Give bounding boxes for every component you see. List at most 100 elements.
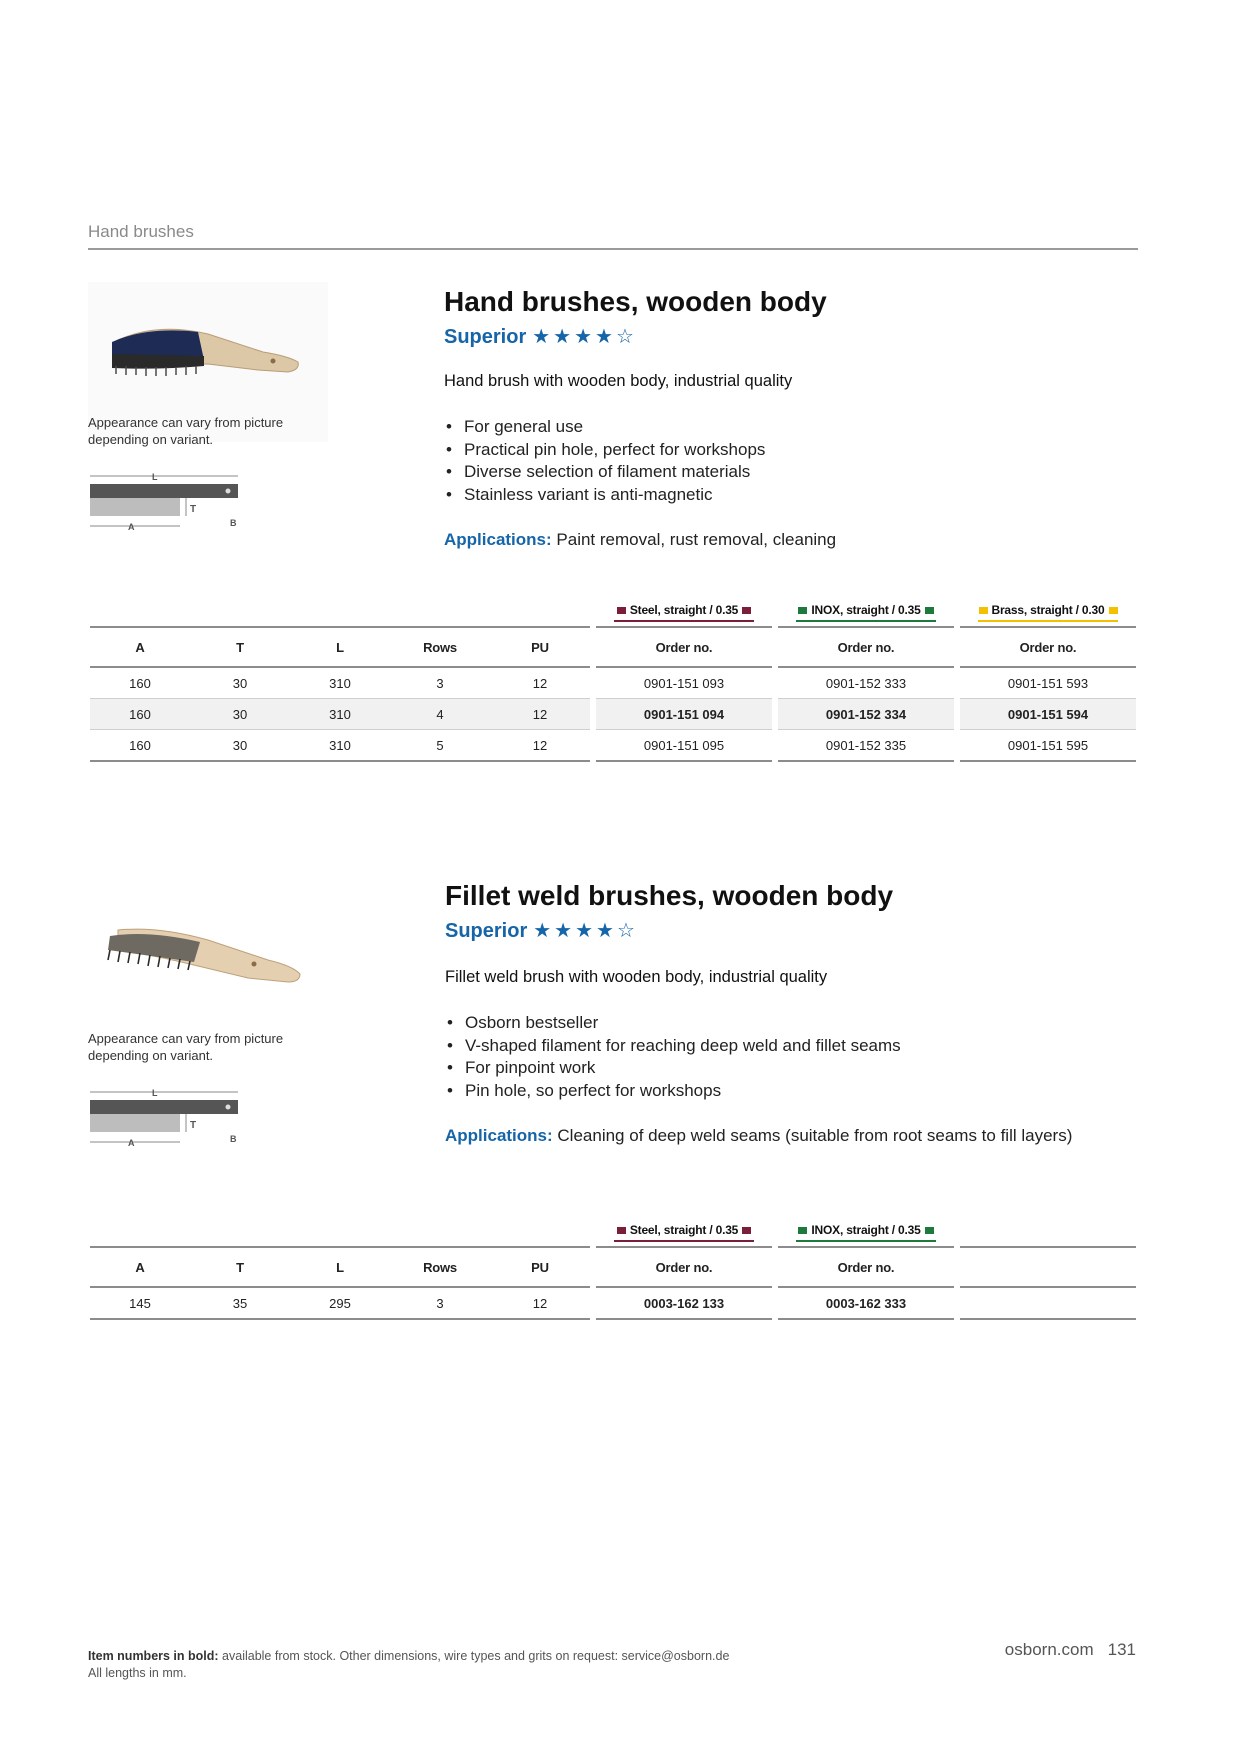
column-gap [954, 698, 960, 730]
variant-header: Steel, straight / 0.35 [596, 598, 772, 622]
order-number: 0901-151 095 [596, 729, 772, 762]
svg-text:A: A [128, 1138, 135, 1148]
footer-note-line2: All lengths in mm. [88, 1666, 187, 1680]
svg-text:L: L [152, 1088, 158, 1098]
cell-rows: 4 [390, 698, 490, 730]
footer-note-text: available from stock. Other dimensions, … [218, 1649, 730, 1663]
order-column-header [960, 1246, 1136, 1288]
variant-label: Steel, straight / 0.35 [629, 1223, 739, 1237]
photo-caption: Appearance can vary from picture dependi… [88, 1031, 284, 1063]
section-label: Hand brushes [88, 222, 194, 241]
svg-text:B: B [230, 1134, 237, 1144]
cell-t: 30 [190, 729, 290, 762]
cell-t: 35 [190, 1287, 290, 1320]
feature-list: Osborn bestsellerV-shaped filament for r… [445, 1012, 901, 1102]
cell-a: 145 [90, 1287, 190, 1320]
product-subtitle: Hand brush with wooden body, industrial … [444, 372, 793, 390]
cell-l: 310 [290, 667, 390, 699]
footer-note: Item numbers in bold: available from sto… [88, 1648, 729, 1682]
column-gap [590, 729, 596, 761]
product-title: Fillet weld brushes, wooden body [445, 880, 894, 911]
footer-site: osborn.com [1004, 1640, 1094, 1659]
star-rating-icon: ★★★★☆ [532, 326, 637, 348]
order-column-header: Order no. [596, 1246, 772, 1288]
dimension-drawing: L T B A [90, 472, 238, 532]
cell-l: 310 [290, 698, 390, 730]
column-header: PU [490, 626, 590, 668]
applications-label: Applications: [445, 1126, 553, 1145]
color-swatch-icon [742, 1226, 752, 1234]
order-number: 0901-151 094 [596, 698, 772, 730]
svg-text:T: T [190, 1120, 196, 1131]
column-header: L [290, 626, 390, 668]
column-gap [590, 1287, 596, 1319]
order-number: 0901-152 335 [778, 729, 954, 762]
order-number: 0003-162 333 [778, 1287, 954, 1320]
column-header: Rows [390, 1246, 490, 1288]
column-gap [772, 667, 778, 699]
rating-label: Superior [445, 920, 528, 942]
cell-rows: 3 [390, 1287, 490, 1320]
applications-text: Paint removal, rust removal, cleaning [556, 530, 837, 549]
cell-l: 295 [290, 1287, 390, 1320]
variant-underline [796, 620, 936, 622]
variant-header: Steel, straight / 0.35 [596, 1218, 772, 1242]
color-swatch-icon [616, 1226, 626, 1234]
column-gap [590, 627, 596, 667]
cell-l: 310 [290, 729, 390, 762]
order-number: 0901-151 093 [596, 667, 772, 699]
color-swatch-icon [978, 606, 988, 614]
variant-label: INOX, straight / 0.35 [811, 1223, 921, 1237]
color-swatch-icon [798, 1226, 808, 1234]
column-header: T [190, 626, 290, 668]
order-column-header: Order no. [778, 626, 954, 668]
feature-item: V-shaped filament for reaching deep weld… [445, 1035, 901, 1058]
column-gap [590, 667, 596, 699]
column-gap [954, 627, 960, 667]
applications: Applications: Paint removal, rust remova… [444, 530, 836, 550]
column-gap [954, 667, 960, 699]
order-number: 0901-151 594 [960, 698, 1136, 730]
column-header: L [290, 1246, 390, 1288]
cell-pu: 12 [490, 698, 590, 730]
variant-underline [978, 620, 1118, 622]
variant-label: INOX, straight / 0.35 [811, 603, 921, 617]
cell-rows: 5 [390, 729, 490, 762]
variant-label: Steel, straight / 0.35 [629, 603, 739, 617]
order-number: 0901-151 595 [960, 729, 1136, 762]
hand-brush-photo [88, 282, 328, 442]
variant-header: Brass, straight / 0.30 [960, 598, 1136, 622]
order-number: 0901-151 593 [960, 667, 1136, 699]
color-swatch-icon [924, 606, 934, 614]
feature-item: For pinpoint work [445, 1057, 901, 1080]
feature-item: Practical pin hole, perfect for workshop… [444, 439, 765, 462]
applications: Applications: Cleaning of deep weld seam… [445, 1126, 1072, 1146]
variant-underline [796, 1240, 936, 1242]
order-number: 0901-152 334 [778, 698, 954, 730]
column-header: T [190, 1246, 290, 1288]
rating-label: Superior [444, 326, 527, 348]
color-swatch-icon [798, 606, 808, 614]
feature-list: For general usePractical pin hole, perfe… [444, 416, 765, 506]
column-gap [772, 729, 778, 761]
applications-label: Applications: [444, 530, 552, 549]
column-header: A [90, 1246, 190, 1288]
order-column-header: Order no. [960, 626, 1136, 668]
order-number: 0003-162 133 [596, 1287, 772, 1320]
column-gap [954, 729, 960, 761]
order-number [960, 1287, 1136, 1320]
cell-a: 160 [90, 729, 190, 762]
cell-pu: 12 [490, 1287, 590, 1320]
color-swatch-icon [924, 1226, 934, 1234]
variant-underline [614, 620, 754, 622]
fillet-brush-photo [88, 900, 328, 1060]
star-rating-icon: ★★★★☆ [533, 920, 638, 942]
column-gap [772, 698, 778, 730]
column-gap [772, 1287, 778, 1319]
feature-item: Stainless variant is anti-magnetic [444, 484, 765, 507]
product-title: Hand brushes, wooden body [444, 286, 827, 317]
